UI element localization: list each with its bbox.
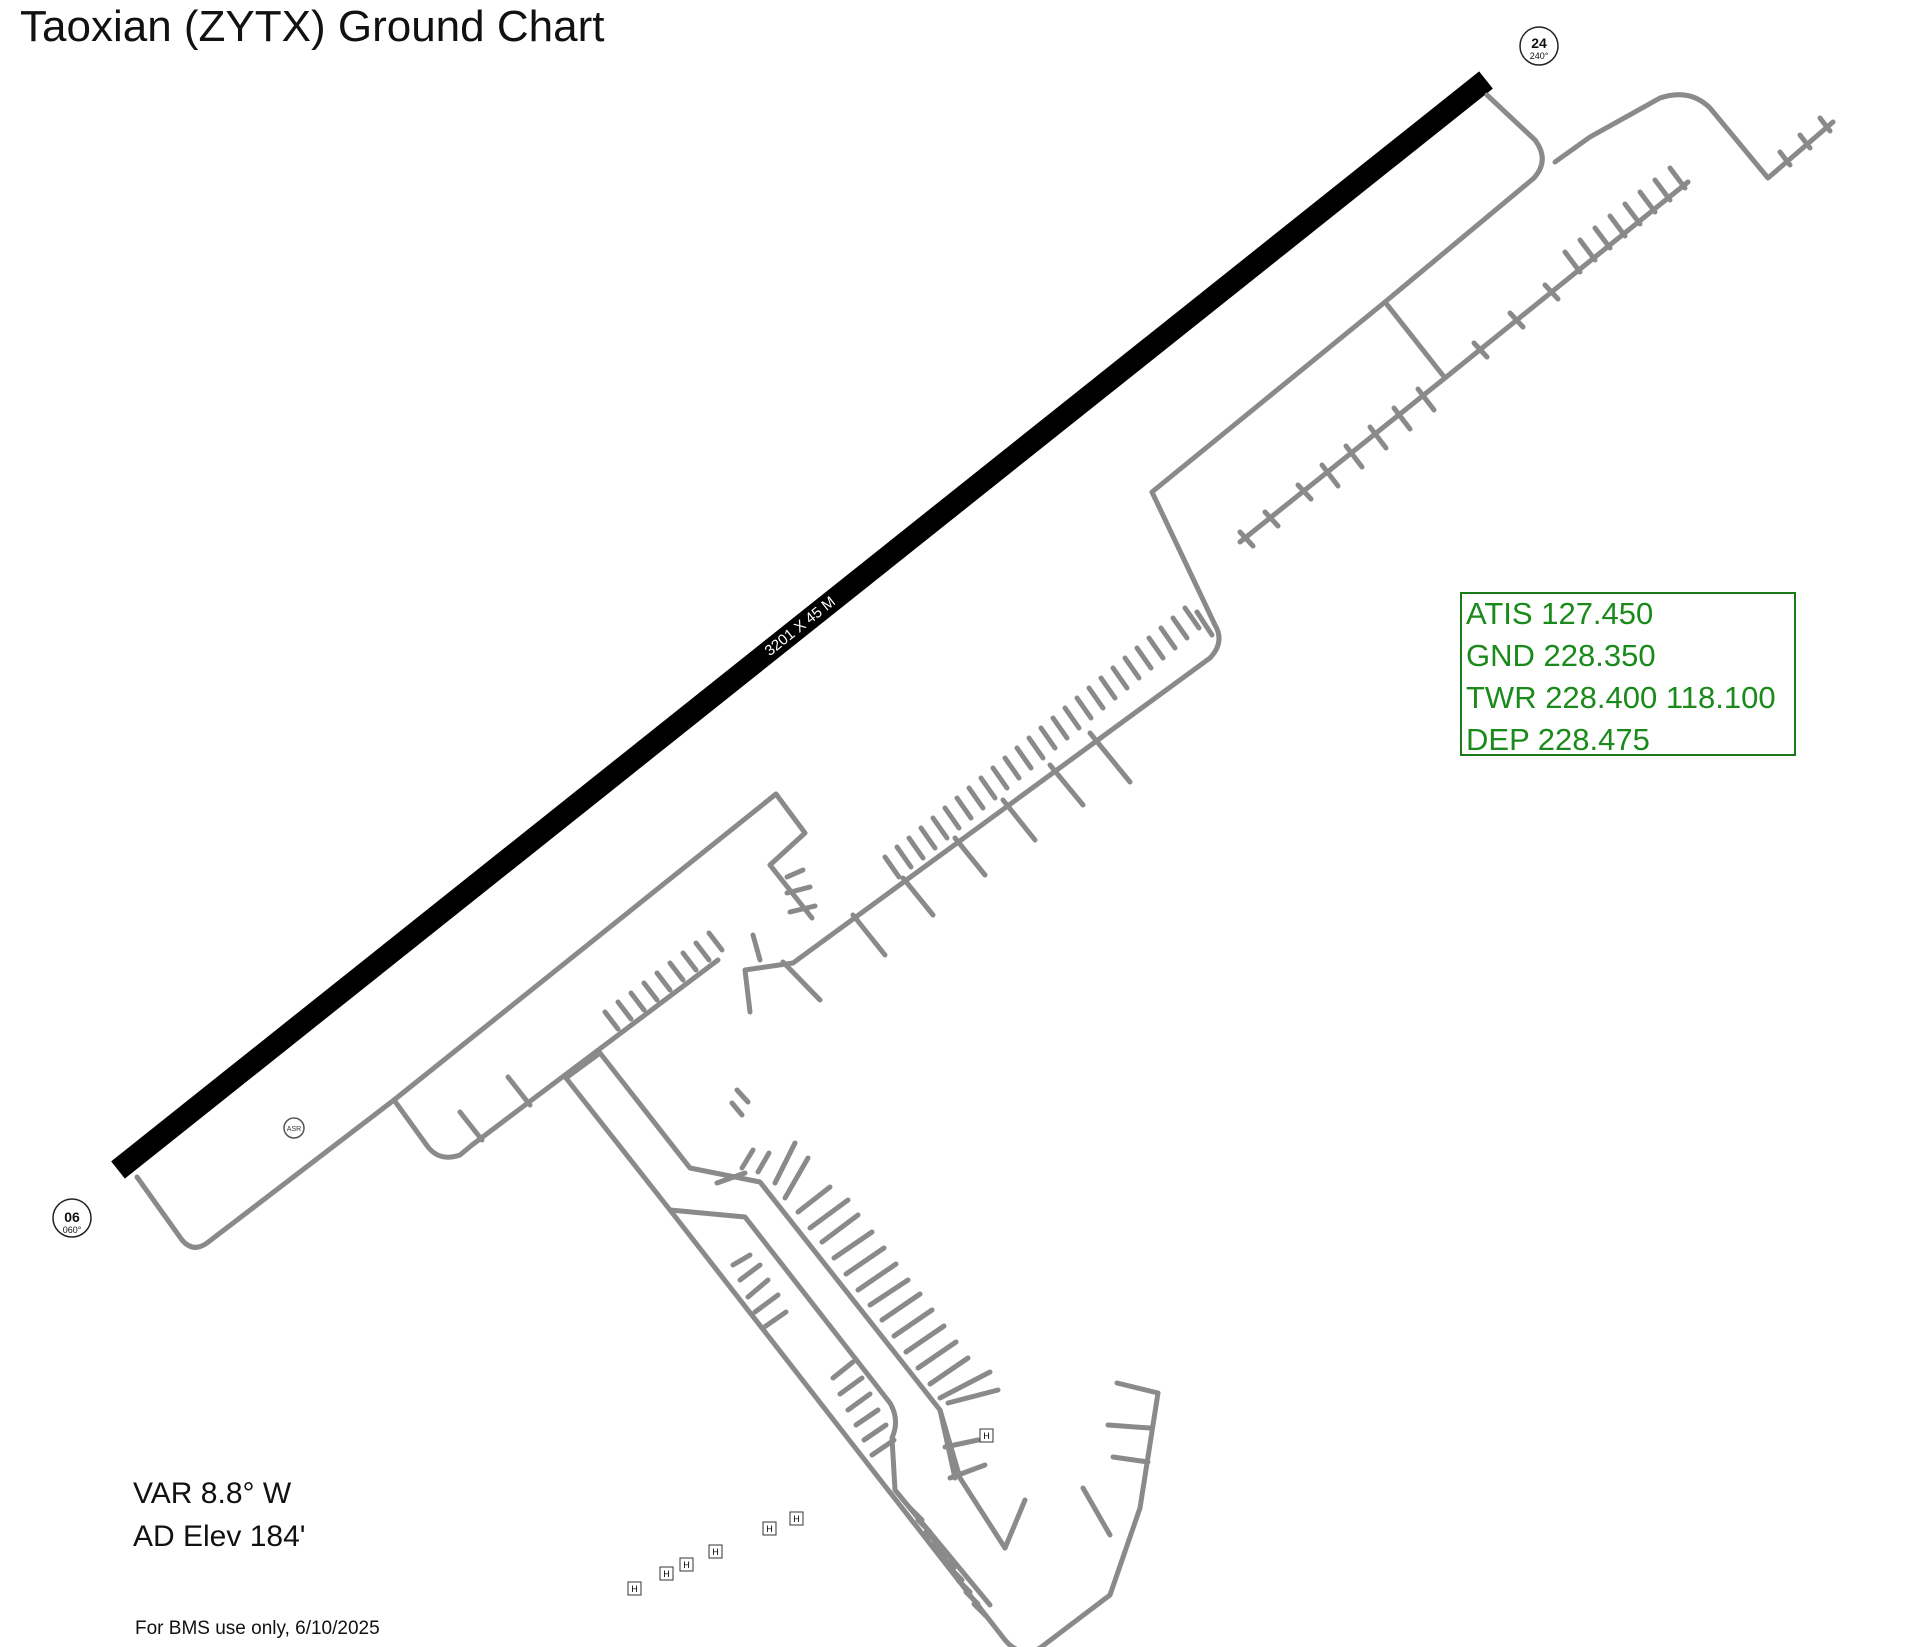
taxiway-segment	[742, 960, 796, 1015]
taxiway-segment	[563, 1050, 1161, 1647]
runway-end-24-number: 24	[1531, 35, 1547, 51]
taxiway-segment	[750, 932, 763, 963]
asr-marker: ASR	[283, 1117, 305, 1139]
runway-end-06-number: 06	[64, 1209, 80, 1225]
aerodrome-elevation: AD Elev 184'	[133, 1520, 306, 1553]
footer-note: For BMS use only, 6/10/2025	[135, 1618, 380, 1639]
runway-end-24-heading: 240°	[1530, 51, 1549, 61]
runway-end-06-marker: 06 060°	[52, 1198, 92, 1238]
svg-text:H: H	[663, 1569, 670, 1579]
helipad-marker: H	[762, 1521, 777, 1536]
frequency-gnd: GND 228.350	[1466, 638, 1656, 673]
page-title: Taoxian (ZYTX) Ground Chart	[20, 2, 605, 51]
taxiway-segment	[391, 791, 815, 1103]
frequency-dep: DEP 228.475	[1466, 722, 1650, 757]
taxiway-segment	[469, 957, 721, 1148]
helipad-marker: H	[659, 1566, 674, 1581]
taxiway-segment	[1484, 92, 1545, 181]
helipad-marker: H	[679, 1557, 694, 1572]
taxiway-segment	[597, 1050, 1008, 1551]
svg-text:H: H	[793, 1514, 800, 1524]
asr-label: ASR	[287, 1126, 301, 1133]
runway-06-24	[111, 71, 1493, 1179]
frequency-atis: ATIS 127.450	[1466, 596, 1654, 631]
frequency-box	[1460, 592, 1796, 756]
svg-text:H: H	[712, 1547, 719, 1557]
frequency-twr: TWR 228.400 118.100	[1466, 680, 1776, 715]
helipads: H H H H H H H	[627, 1428, 994, 1596]
svg-text:H: H	[683, 1560, 690, 1570]
svg-text:H: H	[631, 1584, 638, 1594]
magnetic-variation: VAR 8.8° W	[133, 1477, 292, 1510]
taxiway-segment	[134, 1097, 397, 1250]
svg-text:H: H	[766, 1524, 773, 1534]
taxiway-segment	[391, 1097, 475, 1160]
helipad-marker: H	[979, 1428, 994, 1443]
taxiway-segment	[790, 175, 1537, 966]
svg-text:H: H	[983, 1431, 990, 1441]
helipad-marker: H	[627, 1581, 642, 1596]
taxiway-segment	[1382, 299, 1448, 381]
helipad-marker: H	[789, 1511, 804, 1526]
runway-dimensions-label: 3201 X 45 M	[762, 593, 839, 659]
helipad-marker: H	[708, 1544, 723, 1559]
parking-stubs	[457, 115, 1833, 1619]
taxiway-network	[134, 92, 1836, 1647]
runway-end-06-heading: 060°	[63, 1225, 82, 1235]
runway-end-24-marker: 24 240°	[1519, 26, 1559, 66]
taxiway-segment	[1552, 92, 1836, 181]
taxiway-segment	[667, 1207, 993, 1608]
